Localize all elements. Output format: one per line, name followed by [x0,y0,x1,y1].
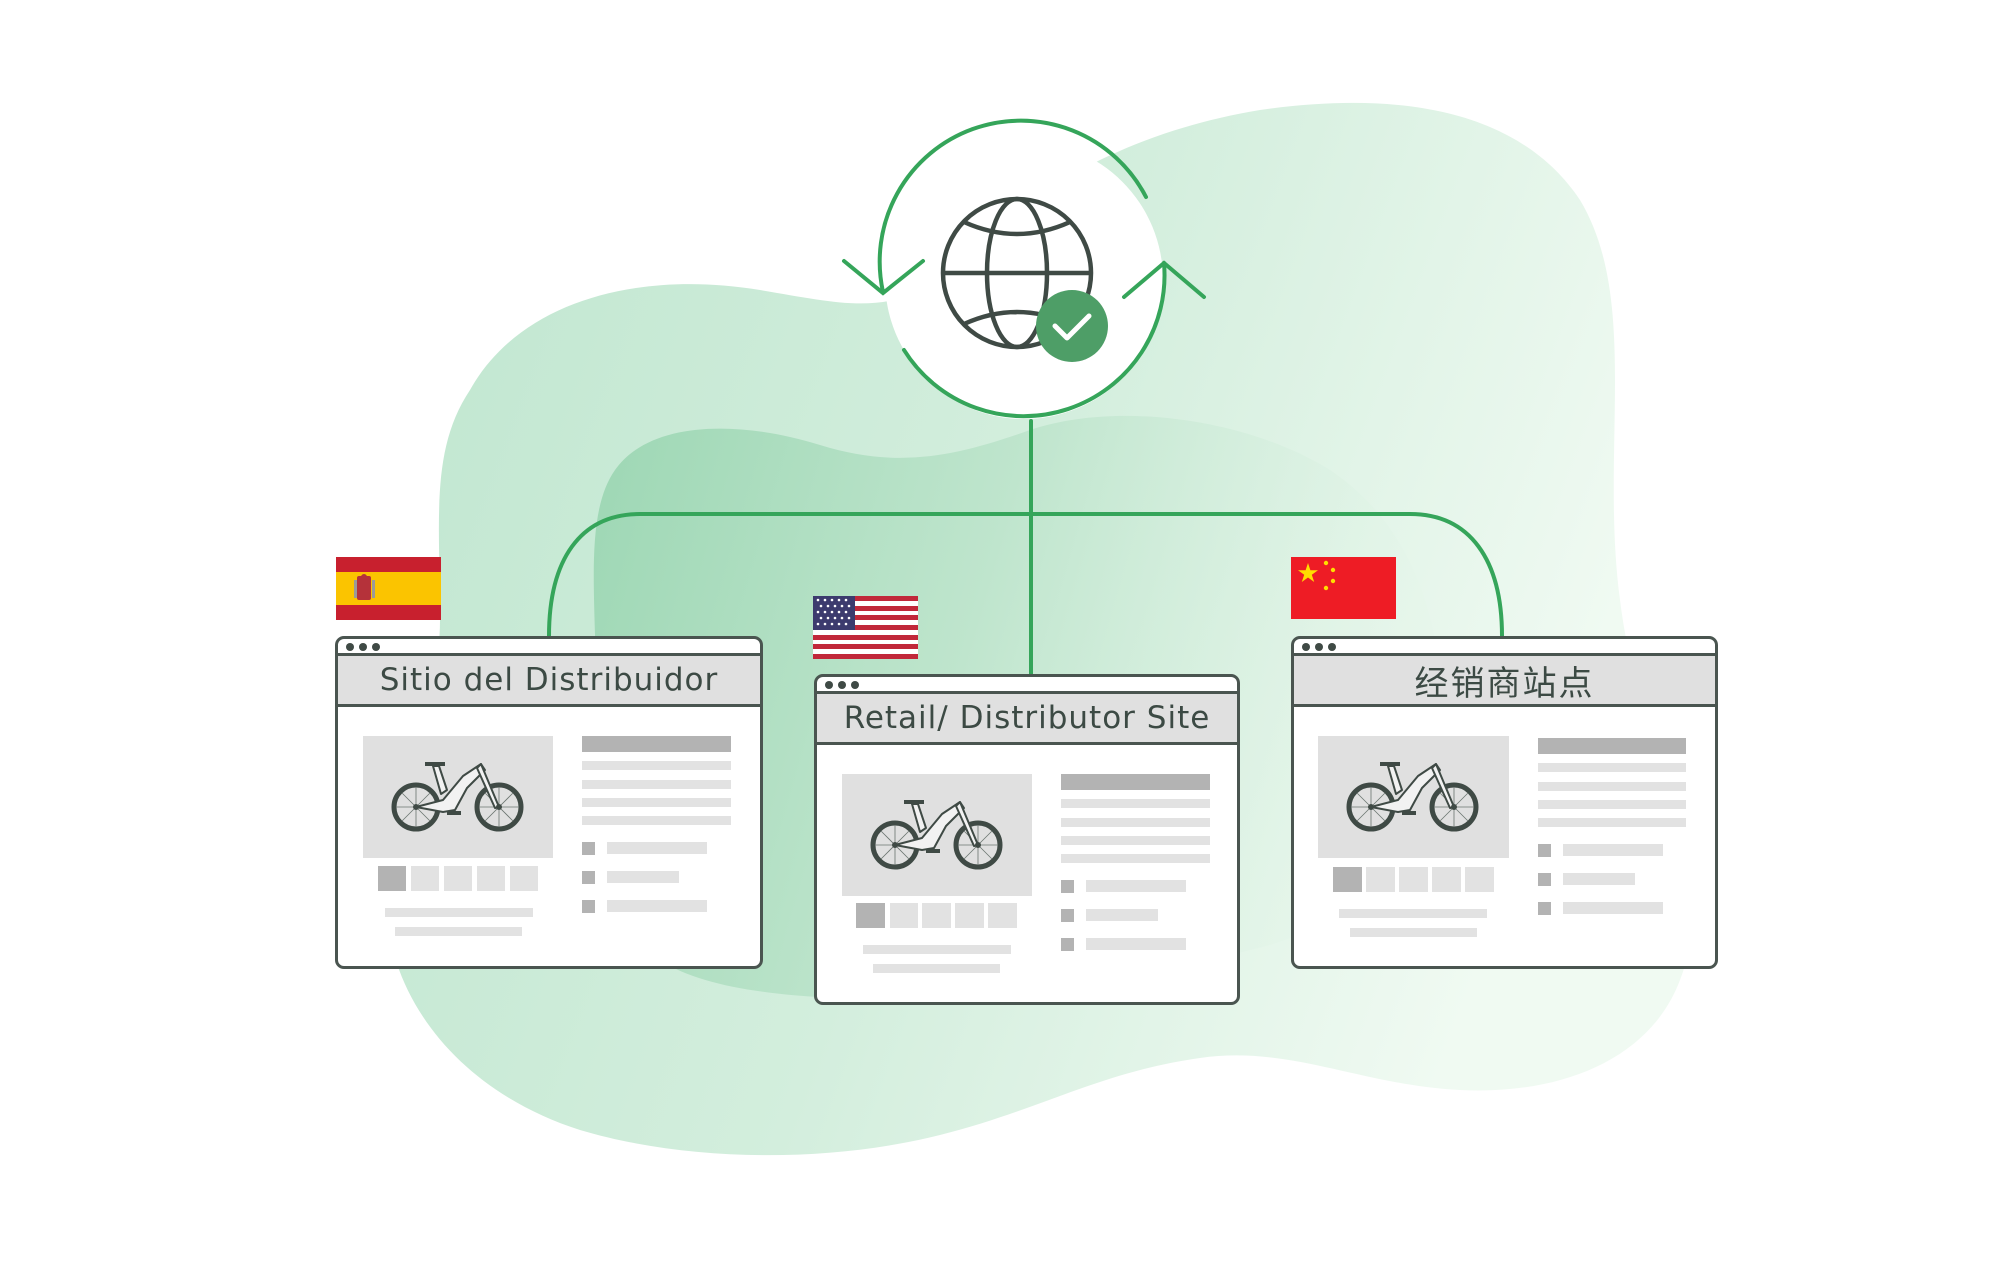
bullet-text [607,900,707,912]
thumbnail [411,866,439,891]
thumbnail [955,903,984,928]
bullet [1538,844,1551,857]
bullet-text [1563,902,1663,914]
china-flag [1291,557,1396,619]
bullet-text [1563,844,1663,856]
circular-arrows-icon [842,118,1206,419]
site-card-spain: Sitio del Distribuidor [335,636,763,969]
product-image [1318,736,1509,858]
window-dots [825,681,859,691]
connector-lines [547,419,1504,678]
bullet-text [1086,938,1186,950]
bicycle-icon [1346,762,1479,832]
text-line [1061,799,1210,808]
bullet-text [1563,873,1635,885]
thumbnail [1333,867,1362,892]
product-title-placeholder [1061,774,1210,790]
text-line [1061,818,1210,827]
spain-flag [336,557,441,620]
bullet [1538,902,1551,915]
caption-line [395,927,522,936]
thumbnail [1366,867,1395,892]
text-line [582,816,731,825]
text-line [582,780,731,789]
thumbnail [890,903,918,928]
thumbnail [378,866,406,891]
bullet [1538,873,1551,886]
site-title: Sitio del Distribuidor [379,662,719,698]
site-title: Retail/ Distributor Site [843,700,1211,736]
window-dots [1302,643,1336,653]
thumbnail [510,866,538,891]
text-line [1061,854,1210,863]
thumbnail [1465,867,1494,892]
text-line [582,798,731,807]
text-line [1538,763,1686,772]
caption-line [873,964,1000,973]
site-header: Sitio del Distribuidor [338,653,760,707]
bullet [1061,938,1074,951]
sync-hub [842,118,1206,419]
product-title-placeholder [582,736,731,752]
usa-flag [813,596,918,659]
caption-line [1350,928,1477,937]
caption-line [863,945,1011,954]
bullet [582,900,595,913]
text-line [1538,800,1686,809]
thumbnail [444,866,472,891]
bicycle-icon [391,762,524,832]
site-card-usa: Retail/ Distributor Site [814,674,1240,1005]
text-line [1538,818,1686,827]
bullet [1061,880,1074,893]
thumbnail [1432,867,1461,892]
site-header: Retail/ Distributor Site [817,691,1237,745]
bicycle-icon [870,800,1003,870]
caption-line [385,908,533,917]
bullet-text [607,871,679,883]
window-dots [346,643,380,653]
thumbnail [856,903,885,928]
site-card-china: 经销商站点 [1291,636,1718,969]
product-image [842,774,1032,896]
text-line [1061,836,1210,845]
thumbnail [988,903,1017,928]
bullet-text [607,842,707,854]
thumbnail [477,866,505,891]
bullet-text [1086,909,1158,921]
caption-line [1339,909,1487,918]
site-title: 经销商站点 [1414,663,1595,704]
thumbnail [1399,867,1428,892]
text-line [1538,782,1686,791]
bullet [1061,909,1074,922]
text-line [582,761,731,770]
bullet [582,871,595,884]
product-title-placeholder [1538,738,1686,754]
bullet-text [1086,880,1186,892]
thumbnail [922,903,951,928]
site-header: 经销商站点 [1294,653,1715,707]
product-image [363,736,553,858]
bullet [582,842,595,855]
check-circle-icon [1036,290,1108,362]
